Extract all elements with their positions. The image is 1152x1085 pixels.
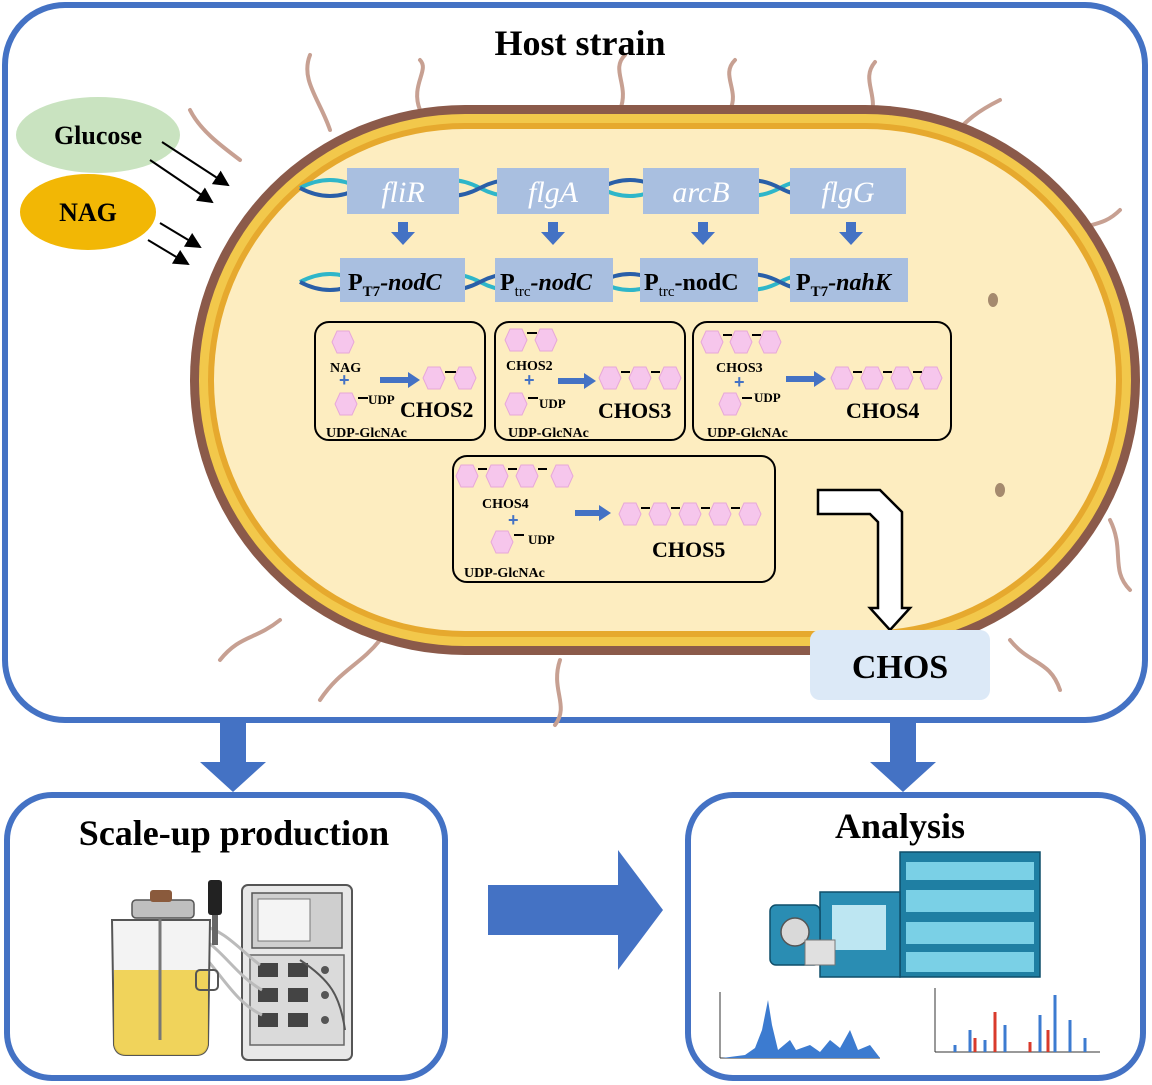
svg-text:NAG: NAG [330,361,361,376]
nag-ellipse [20,174,156,250]
uptake-arrows [147,141,230,266]
svg-text:CHOS5: CHOS5 [652,537,725,562]
svg-text:UDP-GlcNAc: UDP-GlcNAc [508,426,589,441]
svg-text:CHOS2: CHOS2 [506,359,553,374]
mass-spectrum-plot [934,988,1100,1053]
svg-text:UDP: UDP [528,532,555,547]
replacement-arrows [391,222,863,245]
gene-arcB: arcB [643,168,759,214]
promoter-4: PT7-nahK [790,258,908,302]
svg-text:Ptrc-nodC: Ptrc-nodC [500,270,593,300]
granule [995,483,1005,497]
gene-flgA: flgA [497,168,609,214]
svg-text:CHOS3: CHOS3 [716,361,763,376]
granule [988,293,998,307]
svg-text:+: + [524,370,535,390]
arrow-to-analysis [870,722,936,792]
svg-text:arcB: arcB [672,176,729,209]
chromatogram-plot [719,992,880,1059]
svg-text:CHOS3: CHOS3 [598,398,671,423]
svg-text:CHOS4: CHOS4 [846,398,919,423]
scaleup-title: Scale-up production [79,813,389,853]
svg-text:flgA: flgA [528,176,579,209]
svg-text:UDP-GlcNAc: UDP-GlcNAc [326,426,407,441]
lcms-instrument-illustration [769,851,1041,978]
chos-export-label: CHOS [852,649,948,686]
glucose-ellipse [16,97,180,173]
svg-text:+: + [508,510,519,530]
arrow-to-scaleup [200,722,266,792]
svg-text:Ptrc-nodC: Ptrc-nodC [644,270,739,300]
svg-text:UDP-GlcNAc: UDP-GlcNAc [707,426,788,441]
svg-text:+: + [339,370,350,390]
glucose-label: Glucose [54,121,142,150]
bioreactor-illustration [110,880,353,1061]
promoter-3: Ptrc-nodC [640,258,758,302]
flagella [188,53,1132,727]
reaction-chos4: CHOS3 + UDP UDP-GlcNAc CHOS4 [692,321,952,441]
svg-text:PT7-nodC: PT7-nodC [348,270,443,300]
host-strain-title: Host strain [495,23,666,63]
svg-text:flgG: flgG [821,176,875,209]
svg-text:+: + [734,372,745,392]
svg-text:PT7-nahK: PT7-nahK [796,270,893,300]
arrow-scaleup-to-analysis [488,850,663,970]
svg-text:fliR: fliR [381,176,424,209]
svg-text:UDP: UDP [539,396,566,411]
svg-text:UDP: UDP [368,392,395,407]
analysis-title: Analysis [835,806,965,846]
chos-export-box [810,630,990,700]
svg-text:CHOS2: CHOS2 [400,397,473,422]
svg-text:UDP-GlcNAc: UDP-GlcNAc [464,566,545,581]
gene-flgG: flgG [790,168,906,214]
svg-text:CHOS4: CHOS4 [482,497,529,512]
reaction-chos3: CHOS2 + UDP UDP-GlcNAc CHOS3 [494,321,686,441]
promoter-1: PT7-nodC [340,258,465,302]
svg-text:UDP: UDP [754,390,781,405]
promoter-2: Ptrc-nodC [495,258,613,302]
nag-label: NAG [59,198,117,227]
gene-fliR: fliR [347,168,459,214]
reaction-chos5: CHOS4 + UDP UDP-GlcNAc CHOS5 [452,455,776,583]
export-arrow [816,488,913,632]
reaction-chos2: NAG + UDP UDP-GlcNAc CHOS2 [314,321,486,441]
